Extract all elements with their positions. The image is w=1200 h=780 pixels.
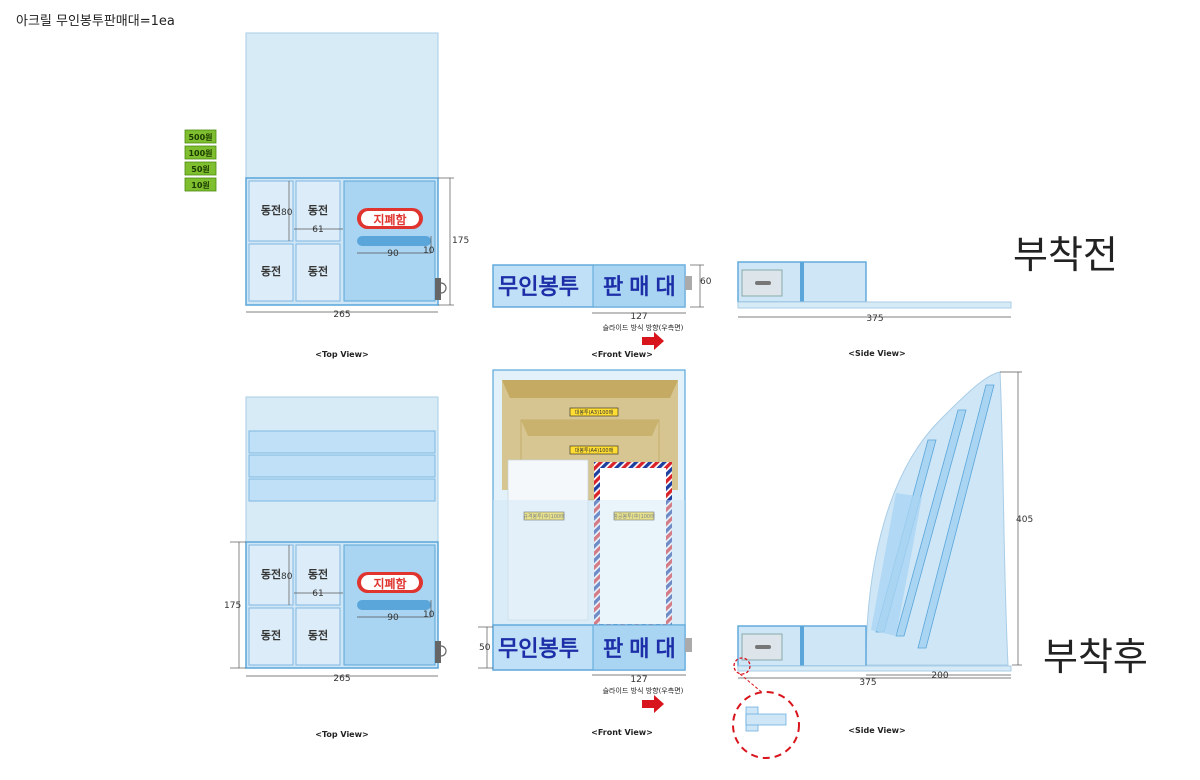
banner-text: 판매대	[603, 637, 682, 662]
svg-text:375: 375	[866, 314, 883, 324]
svg-text:100원: 100원	[188, 148, 212, 158]
svg-text:127: 127	[630, 675, 647, 685]
svg-text:61: 61	[312, 589, 323, 599]
svg-text:200: 200	[931, 671, 948, 681]
svg-text:50: 50	[479, 643, 491, 653]
detail-marker	[733, 657, 751, 675]
front-view-before: 무인봉투 판매대 60 127 슬라이드 방식 방향(우측면) <Front V…	[492, 264, 712, 359]
top-view-caption: <Top View>	[315, 350, 368, 359]
envelope-tag-air: 항공봉투(中)100매	[613, 513, 655, 520]
top-view-before: 동전 동전 동전 동전 지폐함 80 61 90 10 175 265 <Top…	[245, 32, 469, 359]
coin-cell-label: 동전	[308, 628, 328, 642]
slide-direction-note: 슬라이드 방식 방향(우측면)	[603, 323, 684, 332]
slide-arrow-icon	[642, 332, 664, 350]
coin-cell-label: 동전	[308, 567, 328, 581]
banner-text: 무인봉투	[498, 275, 579, 300]
front-view-caption: <Front View>	[591, 728, 653, 737]
coin-cell-label: 동전	[261, 628, 281, 642]
coin-tag-10: 10원	[184, 177, 217, 192]
svg-text:80: 80	[281, 208, 293, 218]
coin-cell-label: 동전	[261, 567, 281, 581]
coin-tag-50: 50원	[184, 161, 217, 176]
envelope-tag-large: 대봉투(A3)100매	[575, 409, 614, 416]
coin-cell-label: 동전	[308, 264, 328, 278]
front-view-after: 대봉투(A3)100매 대봉투(A4)100매 규격봉투(中)100매 항공봉투…	[478, 369, 692, 737]
coin-cell-label: 동전	[261, 264, 281, 278]
slide-direction-note: 슬라이드 방식 방향(우측면)	[603, 686, 684, 695]
svg-text:375: 375	[859, 678, 876, 688]
svg-text:60: 60	[700, 277, 712, 287]
side-view-before: 375 <Side View>	[737, 261, 1012, 358]
envelope-tag-mid: 대봉투(A4)100매	[575, 447, 614, 454]
banner-text: 무인봉투	[498, 637, 579, 662]
envelope-tag-small: 규격봉투(中)100매	[523, 513, 565, 520]
state-label-before: 부착전	[1013, 233, 1118, 277]
front-view-caption: <Front View>	[591, 350, 653, 359]
slide-arrow-icon	[642, 695, 664, 713]
svg-text:500원: 500원	[188, 132, 212, 142]
coin-legend: 500원 100원 50원 10원	[184, 129, 217, 192]
top-view-after: 동전 동전 동전 동전 지폐함 80 61 90 10 175 265 <Top…	[224, 396, 447, 739]
coin-tag-500: 500원	[184, 129, 217, 144]
state-label-after: 부착후	[1043, 635, 1148, 679]
top-view-caption: <Top View>	[315, 730, 368, 739]
bill-box-label: 지폐함	[373, 212, 406, 227]
side-view-caption: <Side View>	[848, 726, 905, 735]
bill-box-label: 지폐함	[373, 576, 406, 591]
svg-text:90: 90	[387, 249, 399, 259]
banner-text: 판매대	[603, 275, 682, 300]
svg-text:80: 80	[281, 572, 293, 582]
svg-text:50원: 50원	[191, 164, 210, 174]
svg-text:265: 265	[333, 310, 350, 320]
side-view-caption: <Side View>	[848, 349, 905, 358]
svg-text:10: 10	[423, 610, 435, 620]
coin-cell-label: 동전	[261, 203, 281, 217]
svg-text:405: 405	[1016, 515, 1033, 525]
coin-tag-100: 100원	[184, 145, 217, 160]
page-title: 아크릴 무인봉투판매대=1ea	[16, 14, 175, 29]
svg-text:175: 175	[224, 601, 241, 611]
svg-text:175: 175	[452, 236, 469, 246]
svg-text:10원: 10원	[191, 180, 210, 190]
svg-text:265: 265	[333, 674, 350, 684]
svg-text:90: 90	[387, 613, 399, 623]
svg-text:61: 61	[312, 225, 323, 235]
side-view-after: 375 200 405 <Side View>	[732, 371, 1033, 759]
svg-text:127: 127	[630, 312, 647, 322]
coin-cell-label: 동전	[308, 203, 328, 217]
svg-text:10: 10	[423, 246, 435, 256]
